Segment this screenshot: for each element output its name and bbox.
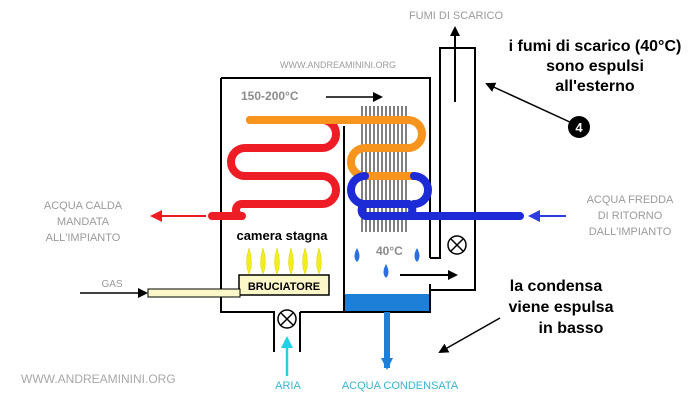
condensa-note-line-1: la condensa xyxy=(510,278,603,295)
acqua-fredda-line-2: DI RITORNO xyxy=(598,210,663,222)
condensa-note-line-2: viene espulsa xyxy=(509,299,614,316)
watermark-top: WWW.ANDREAMININI.ORG xyxy=(280,60,396,70)
gas-pipe xyxy=(147,288,241,298)
fumi-di-scarico-label: FUMI DI SCARICO xyxy=(409,10,504,22)
step-number: 4 xyxy=(575,120,583,135)
temp-hot-label: 150-200°C xyxy=(241,89,299,103)
acqua-calda-line-1: ACQUA CALDA xyxy=(44,200,123,212)
camera-stagna-label: camera stagna xyxy=(236,228,328,243)
acqua-calda-line-3: ALL'IMPIANTO xyxy=(46,232,121,244)
cold-coil-tail xyxy=(420,212,520,220)
temp-cold-label: 40°C xyxy=(376,244,403,258)
step-badge: 4 xyxy=(568,116,590,138)
condensation-drops xyxy=(354,248,420,278)
burner-box xyxy=(238,274,330,296)
condensa-callout-arrow xyxy=(438,317,501,353)
acqua-condensata-label: ACQUA CONDENSATA xyxy=(342,380,459,392)
watermark-bottom: WWW.ANDREAMININI.ORG xyxy=(21,372,176,386)
cold-coil xyxy=(347,172,524,220)
fumi-note-line-1: i fumi di scarico (40°C) xyxy=(509,38,682,55)
acqua-fredda-line-1: ACQUA FREDDA xyxy=(587,194,674,206)
condensa-note-line-3: in basso xyxy=(539,320,604,337)
acqua-calda-line-2: MANDATA xyxy=(57,216,110,228)
aria-label: ARIA xyxy=(275,380,301,392)
heat-exchanger-fins xyxy=(361,106,407,232)
flue-fan-icon xyxy=(447,235,467,255)
fumi-callout-arrow xyxy=(485,82,573,124)
gas-label: GAS xyxy=(101,279,122,290)
fumi-note-line-2: sono espulsi xyxy=(546,58,644,75)
bruciatore-label: BRUCIATORE xyxy=(248,281,320,293)
air-fan-icon xyxy=(277,309,297,329)
acqua-fredda-line-3: DALL'IMPIANTO xyxy=(589,226,672,238)
warm-coil xyxy=(246,116,426,180)
fumi-note-line-3: all'esterno xyxy=(555,78,635,95)
flue-pipe xyxy=(430,40,476,291)
flames xyxy=(246,247,322,275)
condensate-pool xyxy=(345,294,429,311)
hot-coil xyxy=(208,116,340,220)
